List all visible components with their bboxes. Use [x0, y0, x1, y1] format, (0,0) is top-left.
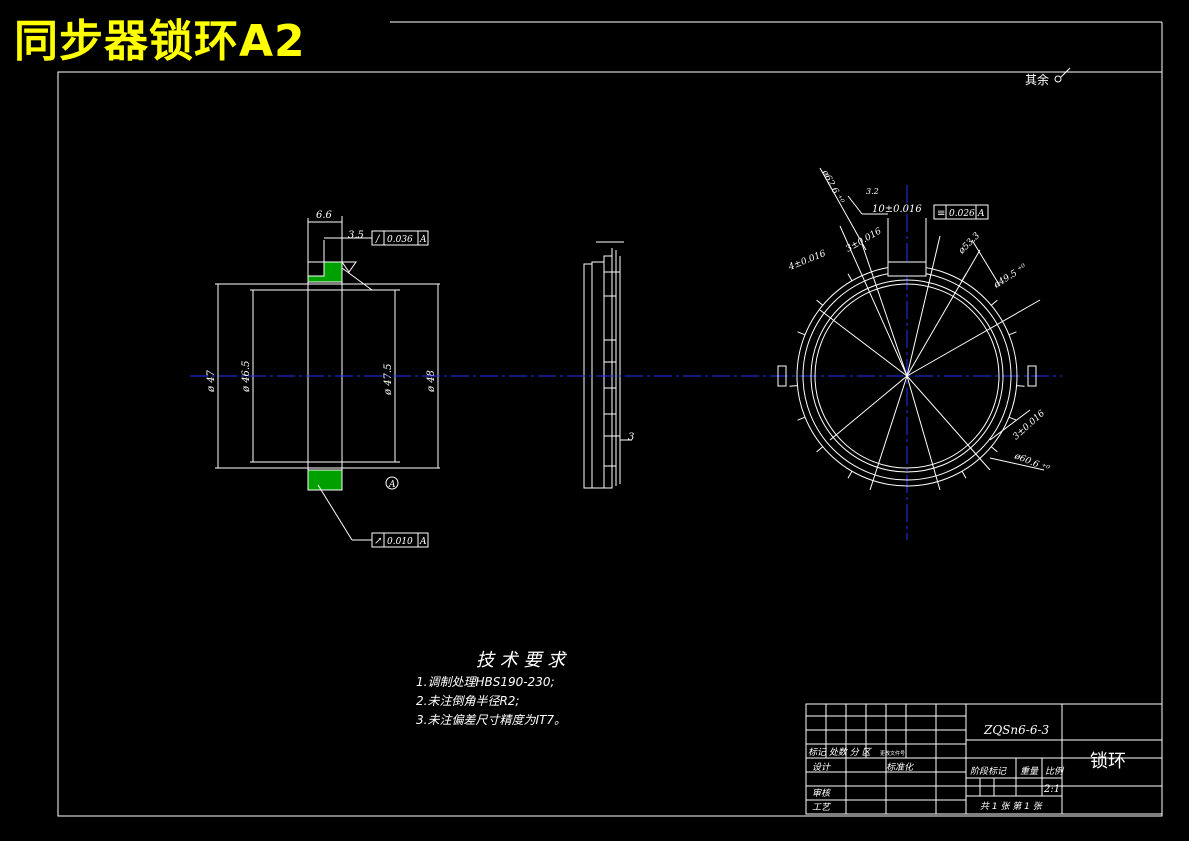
dim-top-width: 6.6 — [316, 210, 333, 221]
dim-dia-c: ø 47.5 — [383, 364, 394, 396]
ring-tooth — [1008, 331, 1017, 336]
title-stage-label: 阶段标记 — [970, 766, 1007, 777]
tech-requirements-heading: 技 术 要 求 — [476, 650, 567, 671]
ring-dim-r626: ø62.6 ⁺⁰ — [819, 168, 846, 206]
ring-tooth — [789, 385, 798, 387]
outer-frame — [57, 71, 1163, 817]
sym-value: 0.026 — [949, 209, 975, 219]
tol-bottom-symbol: ↗ — [374, 536, 382, 547]
symmetry-tolerance-frame — [933, 204, 989, 220]
ring-tooth — [990, 299, 998, 306]
ring-roughness-value: 3.2 — [866, 187, 879, 196]
title-process-label: 工艺 — [812, 802, 832, 813]
dim-dia-d: ø 48 — [426, 370, 437, 393]
title-sheets: 共 1 张 第 1 张 — [980, 801, 1044, 812]
datum-label: A — [388, 480, 396, 490]
title-row-mark: 标记 处数 分 区 — [808, 747, 873, 758]
title-review-label: 审核 — [812, 788, 832, 799]
ring-dim-r495: ø49.5 ⁺⁰ — [991, 262, 1029, 291]
ring-tooth — [961, 471, 967, 479]
tol-top-datum: A — [419, 235, 427, 245]
ring-tooth — [961, 273, 967, 281]
dim-dia-a: ø 47 — [206, 369, 217, 393]
tech-item-2: 2.未注倒角半径R2; — [416, 694, 519, 708]
side-small-dim: 3 — [628, 432, 634, 443]
ring-tooth — [797, 416, 806, 421]
ring-dim-3b: 3±0.016 — [1011, 408, 1047, 442]
section-hatch-bottom — [307, 469, 343, 491]
title-block — [805, 703, 1163, 815]
sym-symbol: ≡ — [937, 208, 945, 219]
tolerance-frame-top — [371, 230, 429, 246]
tol-bottom-datum: A — [419, 537, 427, 547]
title-design-label: 设计 — [812, 762, 831, 773]
ring-view — [777, 167, 1045, 491]
ring-tooth — [816, 299, 824, 306]
ring-teeth — [789, 273, 1025, 479]
tolerance-frame-bottom — [371, 532, 429, 548]
dim-dia-b: ø 46.5 — [241, 361, 252, 393]
side-view — [583, 241, 632, 489]
ring-tooth — [1016, 385, 1025, 387]
ring-tooth — [847, 471, 853, 479]
tol-top-symbol: / — [375, 234, 381, 245]
ring-slot-dim: 10±0.016 — [872, 204, 922, 215]
title-scale-value: 2:1 — [1043, 784, 1060, 795]
tech-item-3: 3.未注偏差尺寸精度为IT7。 — [416, 713, 566, 727]
title-part-name: 锁环 — [1090, 751, 1126, 772]
roughness-note: 其余 — [1025, 72, 1049, 87]
roughness-symbol-icon — [1054, 67, 1071, 83]
title-row-mark-small: 更改文件号 — [880, 750, 905, 757]
ring-tooth — [847, 273, 853, 281]
banner-title: 同步器锁环A2 — [14, 16, 306, 67]
dim-step: 3.5 — [348, 230, 364, 241]
title-weight-label: 重量 — [1020, 766, 1039, 777]
ring-tooth — [816, 446, 824, 453]
datum-a-marker — [385, 476, 399, 490]
tech-item-1: 1.调制处理HBS190-230; — [416, 675, 555, 689]
tol-bottom-value: 0.010 — [387, 537, 413, 547]
ring-tooth — [1008, 416, 1017, 421]
tol-top-value: 0.036 — [387, 235, 413, 245]
ring-dim-r606: ø60.6 ⁺⁰ — [1012, 451, 1051, 475]
ring-tooth — [990, 446, 998, 453]
ring-dim-4: 4±0.016 — [786, 249, 827, 273]
title-scale-label: 比例 — [1045, 766, 1065, 777]
ring-tooth — [797, 331, 806, 336]
title-standardize-label: 标准化 — [886, 762, 914, 773]
sym-datum: A — [977, 209, 985, 219]
title-material: ZQSn6-6-3 — [983, 723, 1050, 737]
